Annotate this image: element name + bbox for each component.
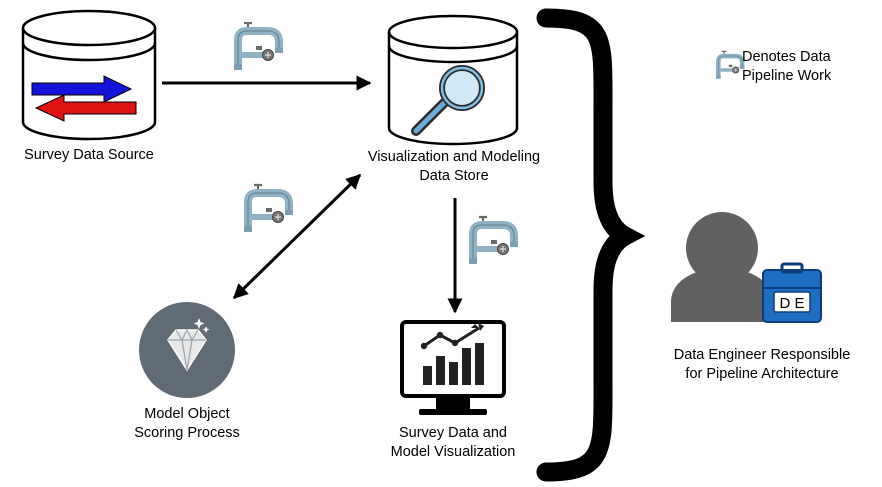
model-scoring-label: Model Object Scoring Process — [110, 405, 264, 443]
visualization-output-line2: Model Visualization — [390, 444, 516, 460]
pipe-icon — [234, 23, 283, 70]
visualization-output-label: Survey Data and Model Visualization — [366, 424, 540, 462]
visualization-store-line2: Data Store — [419, 168, 489, 184]
visualization-store-line1: Visualization and Modeling — [367, 149, 541, 165]
model-scoring-line2: Scoring Process — [134, 425, 240, 441]
visualization-output-line1: Survey Data and — [398, 425, 507, 441]
pipe-icon — [469, 217, 518, 264]
monitor-chart-icon — [400, 320, 506, 415]
legend-line2: Pipeline Work — [742, 68, 832, 84]
visualization-data-store-cylinder — [387, 14, 519, 146]
magnifier-icon — [411, 65, 485, 136]
sync-arrows-icon — [31, 75, 137, 122]
grouping-brace — [536, 8, 646, 482]
survey-data-source-cylinder — [21, 9, 157, 141]
engineer-line1: Data Engineer Responsible — [673, 347, 851, 363]
visualization-store-label: Visualization and Modeling Data Store — [340, 148, 568, 186]
pipe-icon — [244, 185, 293, 232]
toolbox-badge: D E — [779, 295, 804, 312]
diamond-icon — [139, 302, 235, 398]
engineer-line2: for Pipeline Architecture — [685, 366, 839, 382]
legend-pipe-icon — [716, 51, 744, 78]
arrow-store-model-bidirectional — [232, 173, 362, 300]
legend-label: Denotes Data Pipeline Work — [742, 48, 862, 86]
model-scoring-line1: Model Object — [144, 406, 230, 422]
person-icon — [671, 212, 773, 322]
toolbox-icon: D E — [762, 262, 822, 323]
survey-data-source-label: Survey Data Source — [0, 146, 178, 165]
survey-data-source-text: Survey Data Source — [24, 147, 154, 163]
legend-line1: Denotes Data — [742, 49, 831, 65]
engineer-label: Data Engineer Responsible for Pipeline A… — [651, 346, 873, 384]
